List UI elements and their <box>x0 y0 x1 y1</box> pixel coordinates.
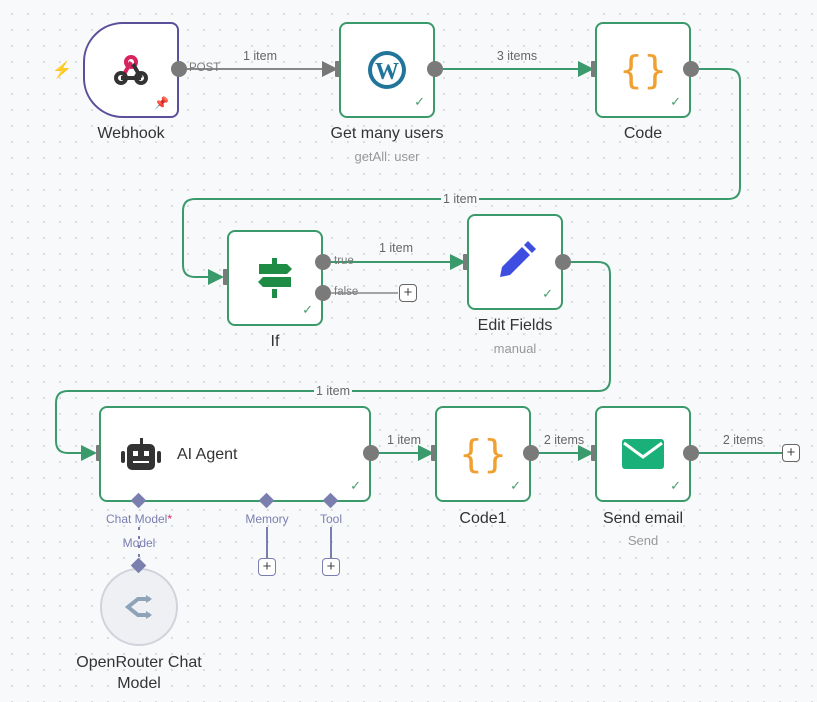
node-openrouter-name-line2: Model <box>117 675 161 692</box>
users-output-handle[interactable] <box>427 61 443 77</box>
success-check-icon: ✓ <box>670 478 681 493</box>
edge-label: 2 items <box>543 433 585 447</box>
node-code1-name: Code1 <box>459 510 507 527</box>
node-edit-fields-subtitle: manual <box>493 341 537 356</box>
users-input-handle[interactable] <box>335 61 342 77</box>
node-send-email-name: Send email <box>602 510 684 527</box>
success-check-icon: ✓ <box>302 302 313 317</box>
if-input-handle[interactable] <box>223 269 230 285</box>
node-edit-fields[interactable]: ✓ <box>467 214 563 310</box>
code1-output-handle[interactable] <box>523 445 539 461</box>
memory-port-label: Memory <box>245 512 289 526</box>
if-false-handle[interactable] <box>315 285 331 301</box>
tool-port-label: Tool <box>319 512 343 526</box>
if-false-add-button[interactable]: + <box>399 284 417 302</box>
node-if[interactable]: ✓ <box>227 230 323 326</box>
node-webhook[interactable]: 📌 <box>83 22 179 118</box>
code-braces-icon: {} <box>458 432 508 476</box>
openrouter-icon <box>124 595 152 619</box>
robot-icon <box>121 438 161 470</box>
success-check-icon: ✓ <box>510 478 521 493</box>
memory-add-button[interactable]: + <box>258 558 276 576</box>
webhook-output-handle[interactable] <box>171 61 187 77</box>
edge-label: 1 item <box>440 192 480 206</box>
code1-input-handle[interactable] <box>431 445 438 461</box>
if-true-handle[interactable] <box>315 254 331 270</box>
pin-icon: 📌 <box>154 96 169 110</box>
success-check-icon: ✓ <box>414 94 425 109</box>
success-check-icon: ✓ <box>542 286 553 301</box>
node-if-name: If <box>270 333 280 350</box>
edge-label: 2 items <box>722 433 764 447</box>
node-send-email-subtitle: Send <box>627 533 659 548</box>
email-input-handle[interactable] <box>591 445 598 461</box>
svg-text:W: W <box>375 59 399 85</box>
openrouter-port-label: Model <box>122 536 156 550</box>
node-openrouter-name-line1: OpenRouter Chat <box>76 654 202 671</box>
success-check-icon: ✓ <box>350 478 361 493</box>
edit-output-handle[interactable] <box>555 254 571 270</box>
email-add-button[interactable]: + <box>782 444 800 462</box>
success-check-icon: ✓ <box>670 94 681 109</box>
trigger-bolt-icon: ⚡ <box>52 62 72 79</box>
webhook-icon <box>114 55 148 85</box>
node-code1[interactable]: {} ✓ <box>435 406 531 502</box>
code-output-handle[interactable] <box>683 61 699 77</box>
signpost-icon <box>258 258 292 298</box>
edge-label: 1 item <box>242 49 278 63</box>
edge-label: 1 item <box>378 241 414 255</box>
wordpress-icon: W <box>368 51 406 89</box>
node-get-many-users-subtitle: getAll: user <box>354 149 420 164</box>
code-input-handle[interactable] <box>591 61 598 77</box>
node-webhook-name: Webhook <box>97 125 165 142</box>
node-openrouter-chat-model[interactable] <box>100 568 178 646</box>
chat-model-label-text: Chat Model <box>105 512 168 526</box>
node-edit-fields-name: Edit Fields <box>477 317 553 334</box>
email-icon <box>622 439 664 469</box>
edit-input-handle[interactable] <box>463 254 470 270</box>
required-mark: * <box>167 512 173 526</box>
node-ai-agent-name: AI Agent <box>177 446 238 463</box>
node-code-name: Code <box>623 125 663 142</box>
agent-output-handle[interactable] <box>363 445 379 461</box>
node-code[interactable]: {} ✓ <box>595 22 691 118</box>
node-get-many-users-name: Get many users <box>330 125 444 142</box>
if-true-label: true <box>334 255 354 267</box>
node-get-many-users[interactable]: W ✓ <box>339 22 435 118</box>
tool-add-button[interactable]: + <box>322 558 340 576</box>
code-braces-icon: {} <box>618 48 668 92</box>
edge-label: 3 items <box>496 49 538 63</box>
node-send-email[interactable]: ✓ <box>595 406 691 502</box>
pencil-icon <box>500 241 536 277</box>
email-output-handle[interactable] <box>683 445 699 461</box>
chat-model-port-label: Chat Model* <box>106 512 172 526</box>
edge-label: 1 item <box>386 433 422 447</box>
edge-label: 1 item <box>313 384 353 398</box>
webhook-output-label: POST <box>189 62 221 74</box>
node-ai-agent[interactable]: AI Agent ✓ <box>99 406 371 502</box>
if-false-label: false <box>334 286 359 298</box>
